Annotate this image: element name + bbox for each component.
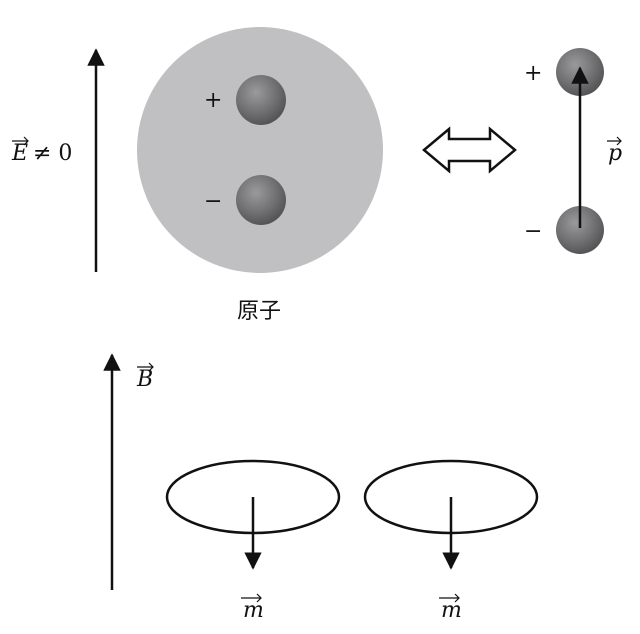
atom-minus-sign: − — [204, 189, 222, 214]
equivalence-double-arrow — [422, 126, 517, 174]
electric-field-label: E ≠ 0 — [11, 136, 72, 166]
vector-arrow-accent-b — [137, 362, 154, 372]
atom-plus-sign: + — [204, 88, 222, 113]
magnetic-field-symbol: B — [136, 367, 153, 392]
magnetic-moment-label-2: m — [439, 593, 462, 623]
vector-arrow-accent-m1 — [241, 593, 262, 603]
magnetic-moment-label-1: m — [241, 593, 264, 623]
vector-arrow-accent-m2 — [439, 593, 460, 603]
moment-symbol-1: m — [243, 598, 264, 623]
electric-field-symbol: E — [11, 141, 28, 166]
field-nonzero-text: ≠ 0 — [33, 141, 72, 166]
negative-charge — [236, 175, 286, 225]
atom-body — [137, 27, 383, 273]
dipole-plus-sign: + — [524, 61, 542, 86]
moment-symbol-2: m — [441, 598, 462, 623]
dipole-minus-sign: − — [524, 219, 542, 244]
magnetic-field-label: B — [136, 362, 154, 392]
vector-arrow-accent-p — [607, 136, 622, 146]
vector-arrow-accent-e — [12, 136, 29, 146]
atom-label: 原子 — [237, 299, 281, 324]
dipole-symbol: p — [608, 141, 622, 166]
positive-charge — [236, 75, 286, 125]
dipole-moment-label: p — [607, 136, 622, 166]
dipole-negative-charge — [556, 206, 604, 254]
